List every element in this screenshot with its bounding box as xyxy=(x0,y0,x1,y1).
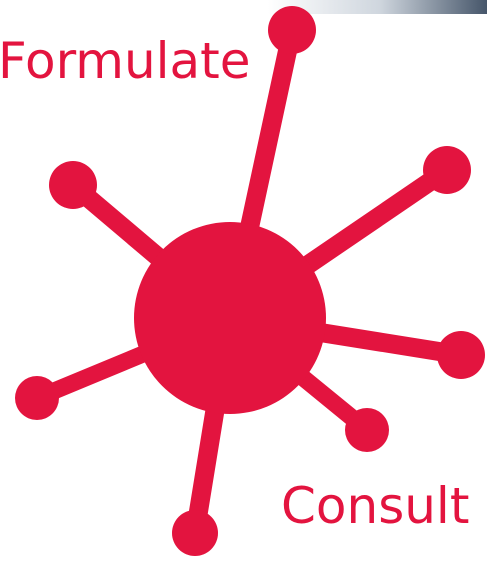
spoke-upper-left-node xyxy=(49,161,97,209)
spoke-left-node xyxy=(15,376,59,420)
spoke-top-node xyxy=(268,6,316,54)
spoke-right-node xyxy=(437,331,485,379)
top-edge-band xyxy=(0,0,487,14)
central-hub xyxy=(134,222,326,414)
spoke-bottom-node xyxy=(172,510,218,556)
label-consult: Consult xyxy=(281,477,470,535)
label-formulate: Formulate xyxy=(0,32,251,90)
spoke-upper-right-node xyxy=(423,146,471,194)
spoke-lower-right-node xyxy=(345,408,389,452)
